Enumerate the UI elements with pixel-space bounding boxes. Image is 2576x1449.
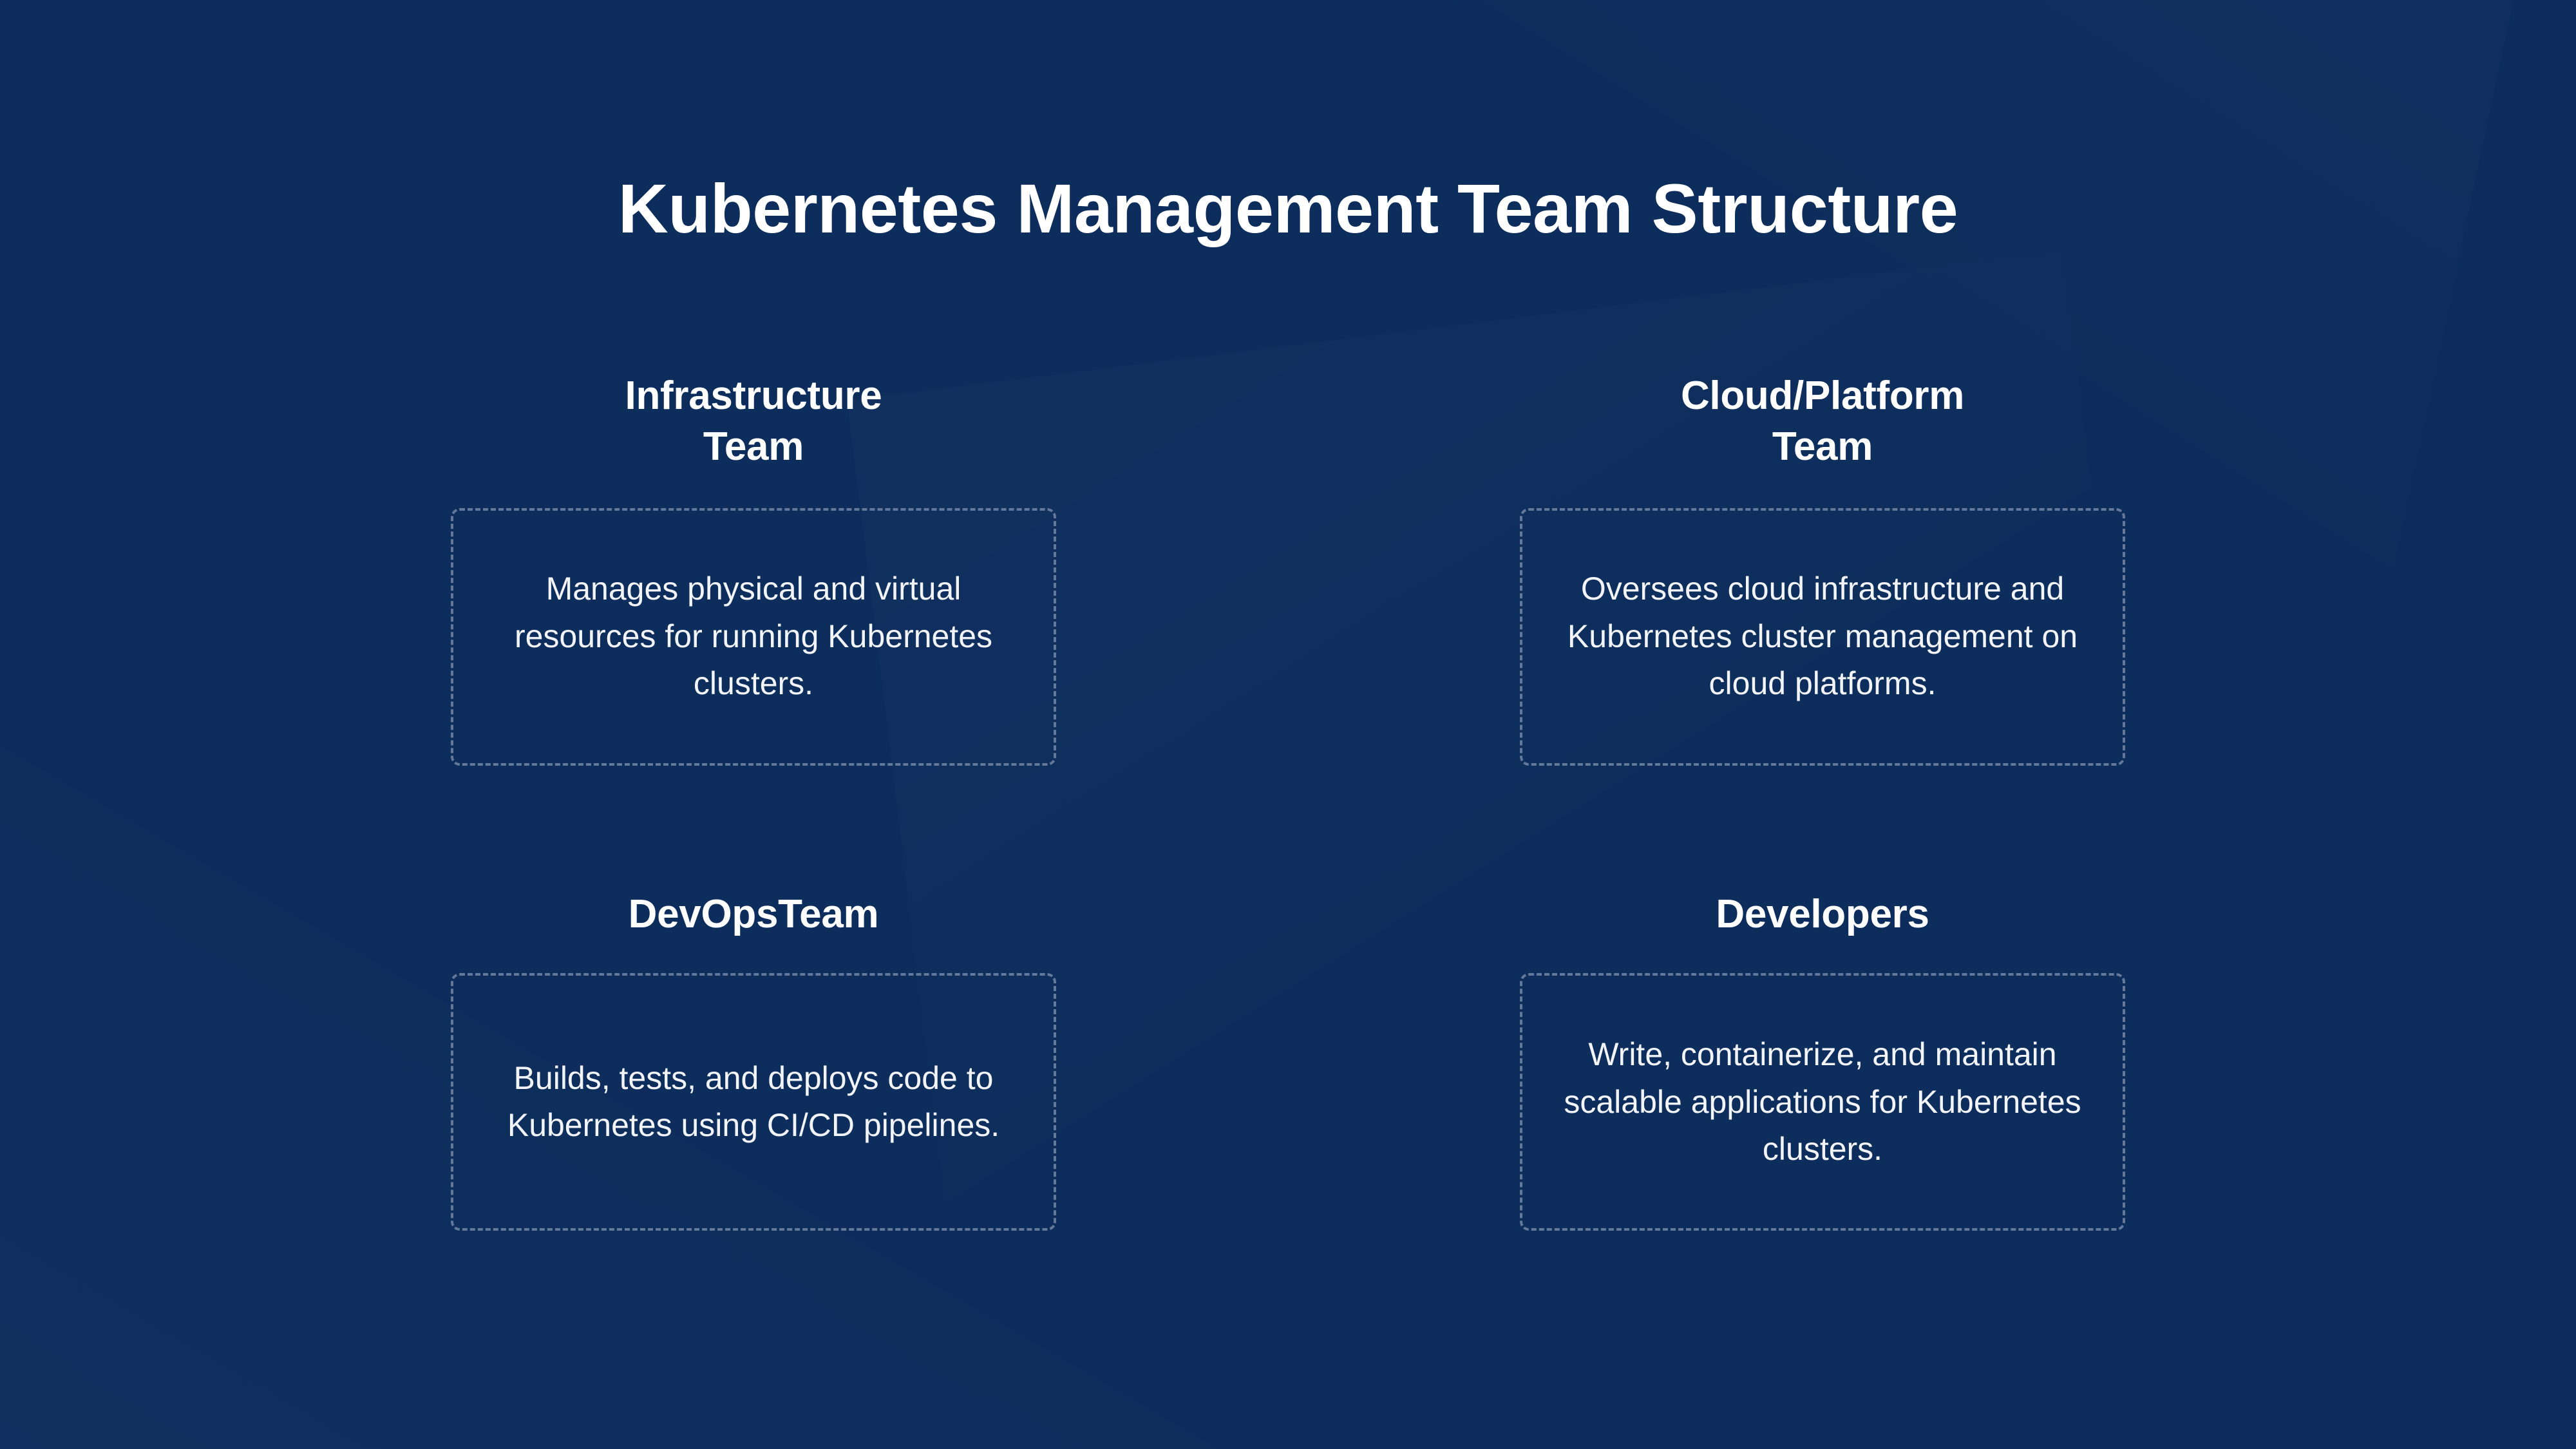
quadrant-infrastructure-team: Infrastructure Team Manages physical and… — [370, 370, 1137, 766]
team-heading-developers: Developers — [1716, 892, 1929, 936]
quadrant-devops-team: DevOpsTeam Builds, tests, and deploys co… — [370, 889, 1137, 1231]
description-box-infrastructure: Manages physical and virtual resources f… — [451, 507, 1056, 766]
description-box-developers: Write, containerize, and maintain scalab… — [1520, 973, 2125, 1231]
description-text-developers: Write, containerize, and maintain scalab… — [1564, 1036, 2081, 1168]
description-text-cloud-platform: Oversees cloud infrastructure and Kubern… — [1567, 571, 2078, 702]
quadrant-cloud-platform-team: Cloud/Platform Team Oversees cloud infra… — [1439, 370, 2206, 766]
description-box-cloud-platform: Oversees cloud infrastructure and Kubern… — [1520, 507, 2125, 766]
quadrant-developers: Developers Write, containerize, and main… — [1439, 889, 2206, 1231]
team-heading-infrastructure: Infrastructure Team — [625, 374, 882, 469]
description-text-infrastructure: Manages physical and virtual resources f… — [514, 571, 993, 702]
team-heading-cloud-platform: Cloud/Platform Team — [1680, 374, 1965, 469]
description-box-devops: Builds, tests, and deploys code to Kuber… — [451, 973, 1056, 1231]
description-text-devops: Builds, tests, and deploys code to Kuber… — [507, 1059, 1000, 1144]
team-heading-devops: DevOpsTeam — [628, 892, 879, 936]
page-title: Kubernetes Management Team Structure — [618, 169, 1958, 248]
